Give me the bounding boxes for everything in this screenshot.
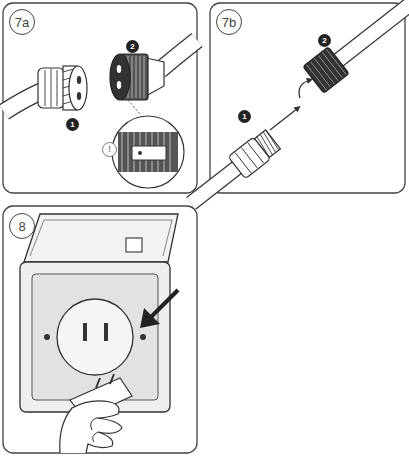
cable xyxy=(191,166,238,203)
knurl-lines xyxy=(307,49,346,90)
callout-number: 2 xyxy=(318,34,331,47)
cable xyxy=(160,40,197,70)
socket-hole xyxy=(117,65,121,73)
callout-number: 1 xyxy=(66,118,79,131)
step-number: 7b xyxy=(216,9,242,35)
cable xyxy=(338,2,409,60)
insert-arrow-head xyxy=(140,308,160,328)
screw xyxy=(44,334,50,340)
step-number: 7a xyxy=(9,9,35,35)
cable xyxy=(191,166,238,203)
female-connector xyxy=(303,0,409,93)
lid-edge xyxy=(30,220,172,256)
thread xyxy=(255,130,281,158)
finger-lines xyxy=(91,418,98,442)
outdoor-outlet xyxy=(20,214,178,412)
knurled-nut xyxy=(303,47,349,93)
connector-face xyxy=(110,54,130,100)
socket xyxy=(57,299,133,375)
callout-number: 1 xyxy=(238,110,251,123)
panel-frame xyxy=(3,206,197,453)
pin xyxy=(77,92,81,100)
connector-face xyxy=(69,66,87,110)
grip-ribs xyxy=(235,143,264,173)
alignment-notch xyxy=(132,146,166,160)
connector-grip xyxy=(38,68,64,108)
push-arrow xyxy=(270,108,298,130)
hand-with-plug xyxy=(60,374,132,453)
panel-frame xyxy=(3,3,197,193)
screw xyxy=(140,334,146,340)
insert-arrow xyxy=(150,290,178,318)
detail-circle xyxy=(112,116,184,188)
socket-slot xyxy=(104,323,108,341)
magnified-detail xyxy=(112,116,184,188)
socket-slot xyxy=(83,323,87,341)
female-connector xyxy=(110,40,197,100)
socket-hole xyxy=(117,81,121,89)
male-connector xyxy=(4,66,87,112)
male-connector xyxy=(182,128,281,214)
lid-latch xyxy=(126,238,142,252)
alignment-mark xyxy=(138,151,142,155)
cable xyxy=(338,2,409,60)
grip-ribs xyxy=(45,69,57,107)
warning-mark: ! xyxy=(102,142,117,157)
outlet-lid xyxy=(24,214,178,262)
plug-prongs xyxy=(96,374,114,388)
cable xyxy=(160,40,197,70)
leader-line xyxy=(128,100,140,114)
outlet-face xyxy=(32,274,158,400)
knurl-lines xyxy=(122,132,170,172)
thread-lines xyxy=(255,130,281,158)
panel-frames xyxy=(3,3,405,453)
connector-body xyxy=(146,58,164,96)
pin xyxy=(77,76,81,84)
nut-detail xyxy=(118,132,178,172)
callout-number: 2 xyxy=(126,40,139,53)
step-number: 8 xyxy=(9,213,35,239)
hand xyxy=(60,401,122,453)
rotate-arrow xyxy=(299,80,310,98)
